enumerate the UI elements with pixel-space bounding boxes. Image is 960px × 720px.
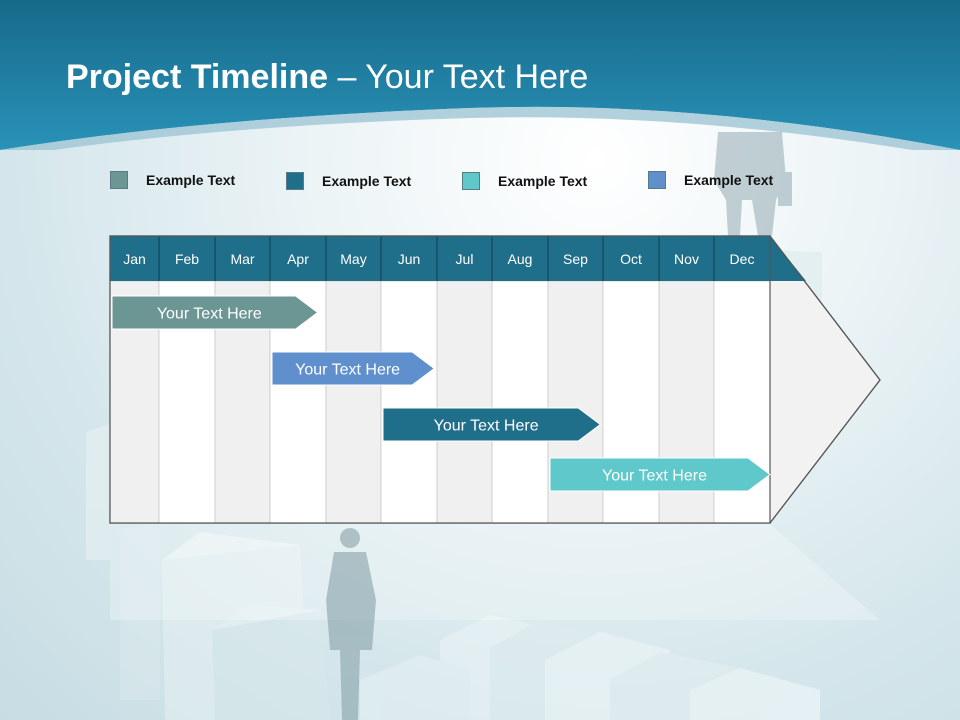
legend-swatch-2 [286, 172, 304, 190]
month-label-jan: Jan [123, 251, 146, 267]
month-column [325, 280, 382, 524]
task-label-1: Your Text Here [157, 306, 262, 323]
task-bar-3 [382, 407, 602, 442]
timeline-arrow-tip [769, 235, 881, 524]
month-column [491, 280, 549, 524]
month-label-may: May [340, 251, 366, 267]
timeline-frame [109, 235, 771, 524]
title-subtitle: – Your Text Here [328, 58, 589, 96]
month-label-apr: Apr [287, 251, 309, 267]
page-title: Project Timeline – Your Text Here [66, 60, 588, 94]
month-column [436, 280, 493, 524]
title-bold: Project Timeline [66, 58, 329, 96]
month-label-feb: Feb [175, 251, 199, 267]
legend-item-4: Example Text [648, 171, 773, 189]
legend-label-2: Example Text [322, 173, 412, 189]
legend-item-3: Example Text [462, 172, 587, 190]
timeline-header [110, 236, 806, 281]
task-bar-1 [111, 295, 319, 330]
legend-swatch-4 [648, 171, 666, 189]
header-band [0, 0, 960, 150]
legend-label-4: Example Text [684, 172, 774, 188]
legend-swatch-1 [110, 171, 128, 189]
legend-swatch-3 [462, 172, 480, 190]
month-label-mar: Mar [230, 251, 254, 267]
task-label-4: Your Text Here [602, 468, 707, 485]
month-label-dec: Dec [730, 251, 755, 267]
legend-label-3: Example Text [498, 173, 588, 189]
task-bar-4 [549, 457, 771, 492]
month-label-aug: Aug [508, 251, 533, 267]
legend-item-1: Example Text [110, 171, 235, 189]
month-label-jul: Jul [456, 251, 474, 267]
legend-item-2: Example Text [286, 172, 411, 190]
task-label-2: Your Text Here [295, 362, 400, 379]
month-column [380, 280, 438, 524]
month-label-jun: Jun [398, 251, 421, 267]
month-label-nov: Nov [674, 251, 699, 267]
month-label-oct: Oct [620, 251, 642, 267]
task-label-3: Your Text Here [434, 418, 539, 435]
legend-label-1: Example Text [146, 172, 236, 188]
month-label-sep: Sep [563, 251, 588, 267]
task-bar-2 [271, 351, 436, 386]
